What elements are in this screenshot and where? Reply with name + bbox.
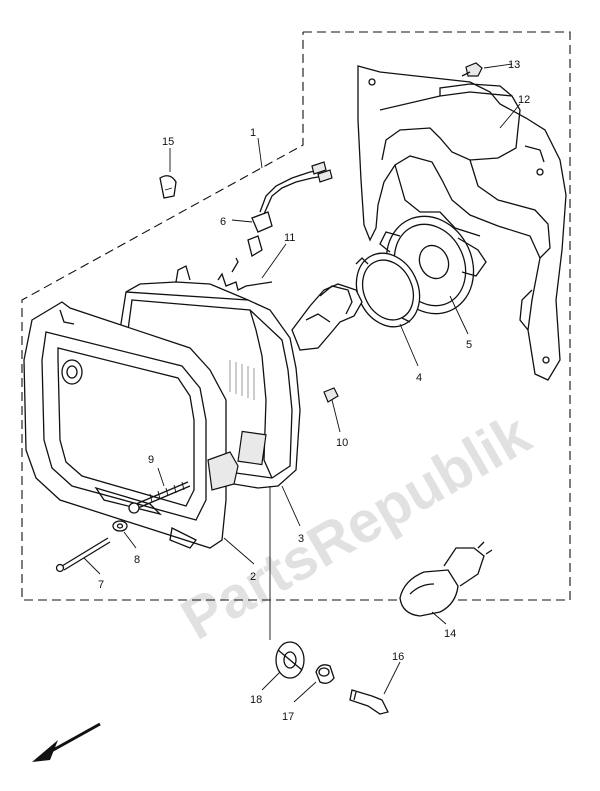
pilot-bulb-6 bbox=[247, 161, 333, 258]
bulb-socket bbox=[291, 283, 363, 351]
part-number-callouts: 1 2 3 4 5 6 7 8 9 10 11 12 13 14 15 16 1… bbox=[98, 59, 530, 723]
front-direction-arrow bbox=[32, 722, 101, 762]
callout-7: 7 bbox=[98, 579, 104, 591]
spring-11 bbox=[217, 257, 273, 291]
callout-16: 16 bbox=[392, 651, 404, 663]
collar-17 bbox=[315, 664, 335, 684]
bolt-13 bbox=[461, 62, 483, 77]
grommet-18 bbox=[275, 641, 305, 679]
callout-9: 9 bbox=[148, 454, 154, 466]
screw-7 bbox=[55, 537, 111, 573]
callout-13: 13 bbox=[508, 59, 520, 71]
callout-14: 14 bbox=[444, 628, 456, 640]
assembly-boundary bbox=[21, 31, 571, 601]
callout-4: 4 bbox=[416, 372, 422, 384]
callout-6: 6 bbox=[220, 216, 226, 228]
adjuster-screw-9 bbox=[128, 481, 191, 514]
callout-10: 10 bbox=[336, 437, 348, 449]
halogen-bulb-14 bbox=[399, 541, 493, 617]
bolt-16 bbox=[349, 689, 389, 715]
callout-3: 3 bbox=[298, 533, 304, 545]
callout-18: 18 bbox=[250, 694, 262, 706]
callout-2: 2 bbox=[250, 571, 256, 583]
headlight-bracket bbox=[357, 65, 567, 381]
callout-11: 11 bbox=[284, 232, 295, 244]
front-rim-2 bbox=[23, 301, 239, 549]
callout-5: 5 bbox=[466, 339, 472, 351]
callout-12: 12 bbox=[518, 94, 530, 106]
nut-10 bbox=[323, 387, 339, 403]
callout-17: 17 bbox=[282, 711, 294, 723]
callout-15: 15 bbox=[162, 136, 174, 148]
washer-8 bbox=[112, 520, 128, 532]
callout-8: 8 bbox=[134, 554, 140, 566]
bulb-15 bbox=[159, 175, 177, 199]
callout-1: 1 bbox=[250, 127, 256, 139]
leader-lines bbox=[83, 63, 521, 703]
